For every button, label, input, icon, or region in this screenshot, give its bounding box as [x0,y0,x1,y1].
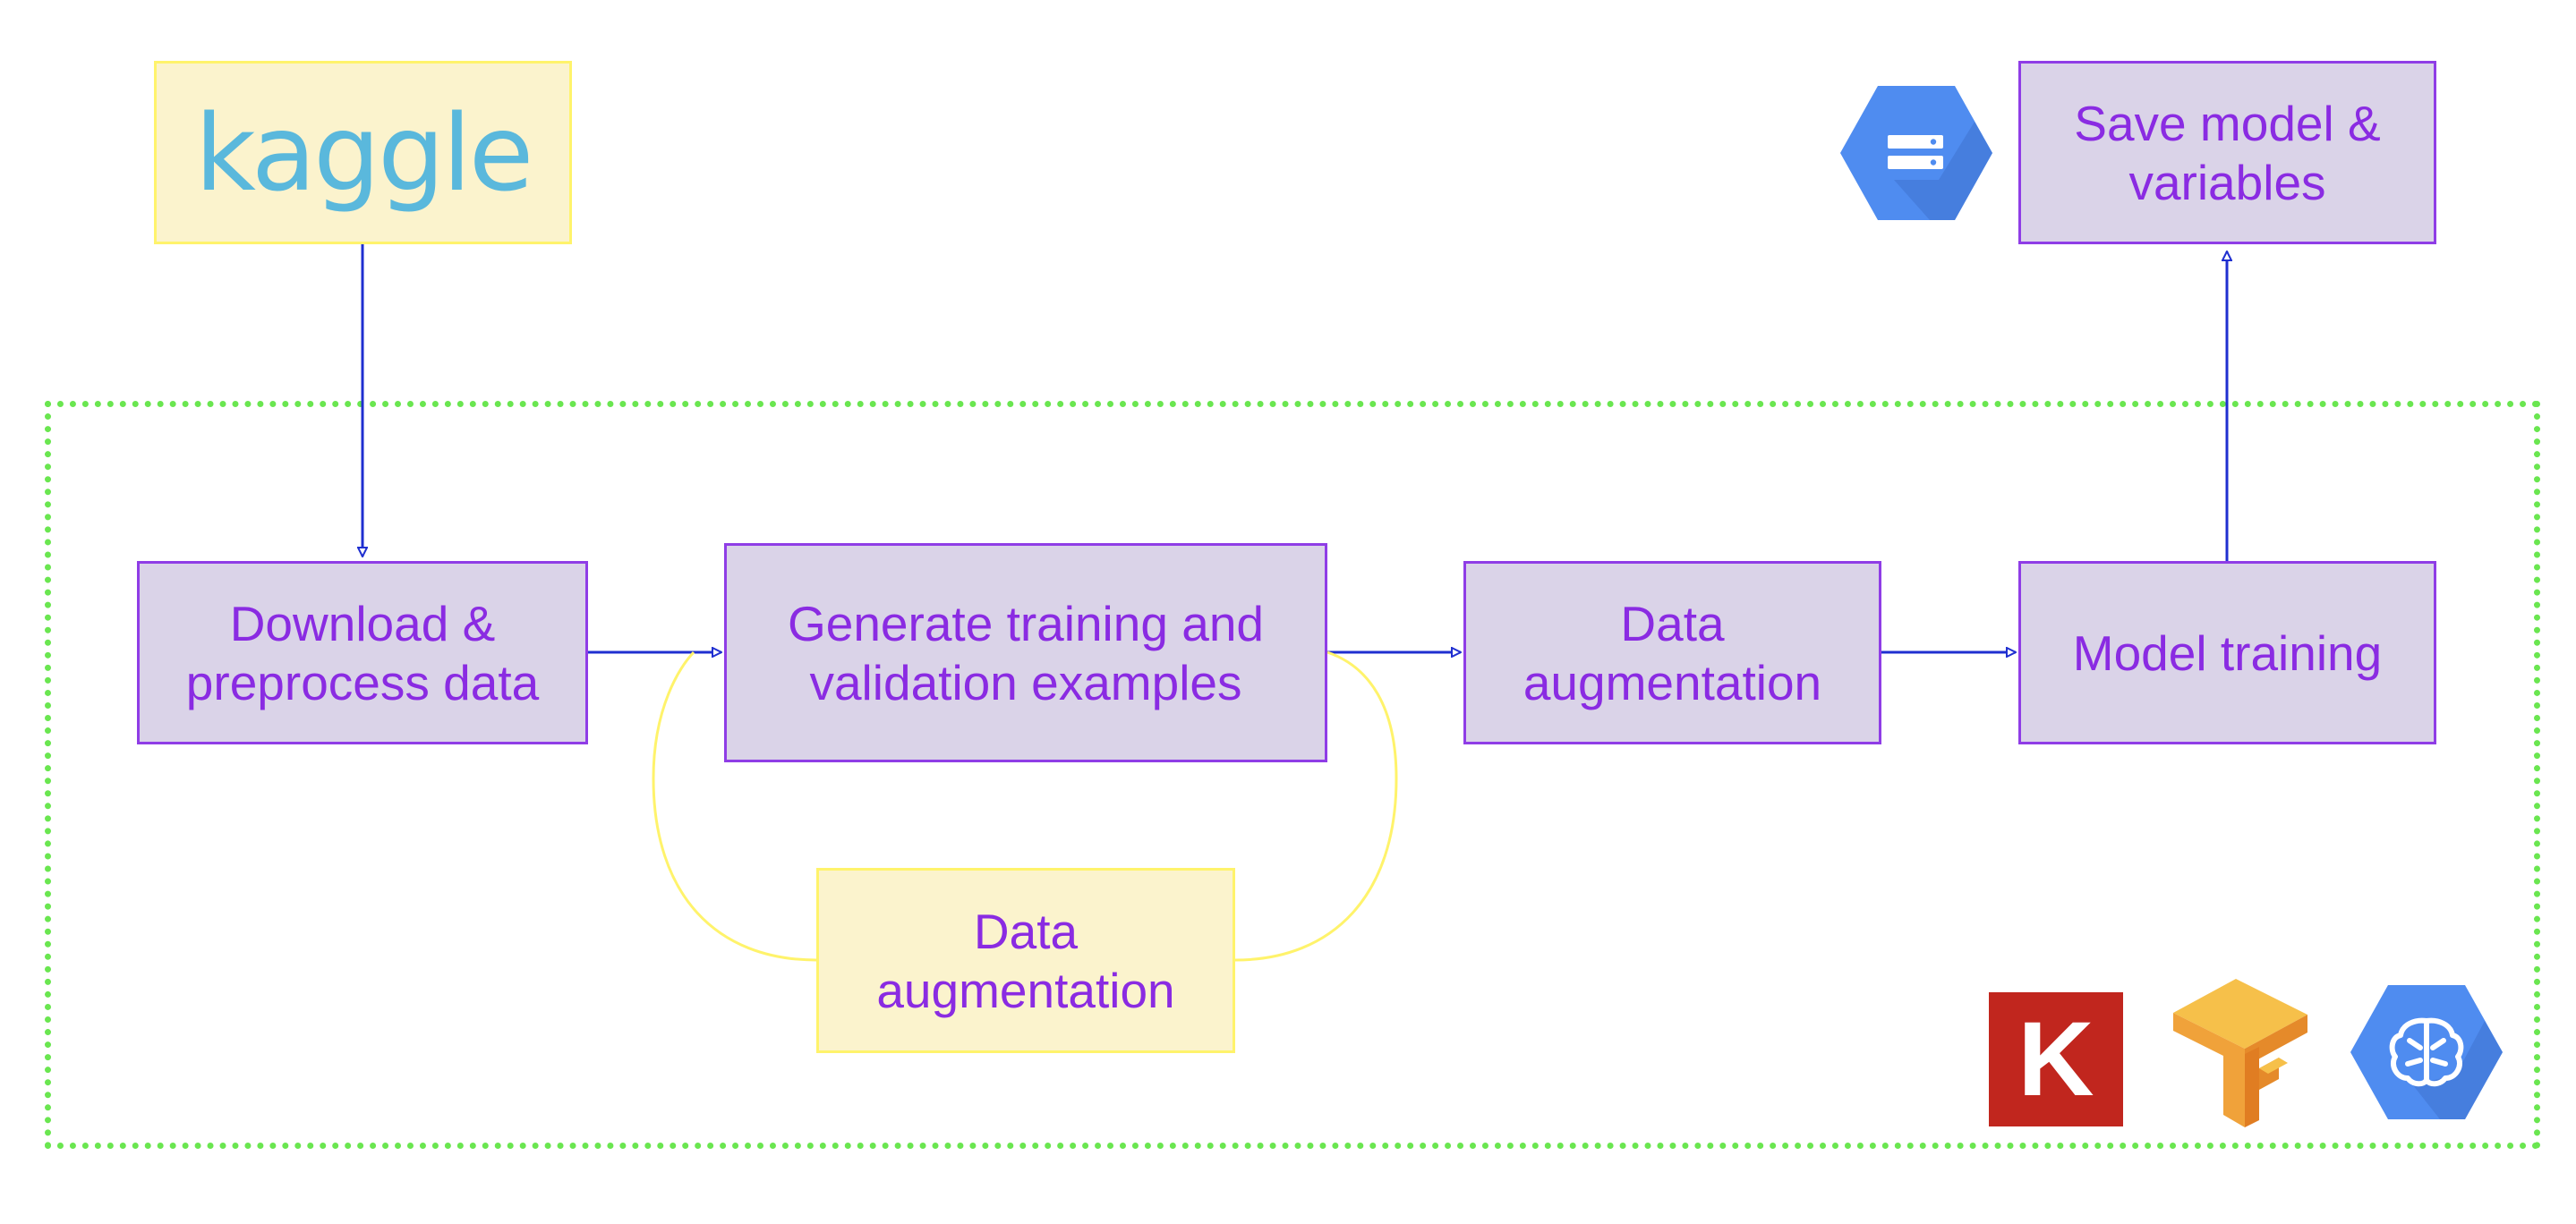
step-model-training: Model training [2018,561,2436,744]
step-save-label: Save model & variables [2074,95,2381,210]
loop-curve-left [652,650,817,962]
step-generate-label: Generate training and validation example… [787,595,1265,710]
keras-logo: K [1989,992,2123,1126]
step-save-model: Save model & variables [2018,61,2436,244]
step-download-preprocess: Download & preprocess data [137,561,588,744]
step-generate-examples: Generate training and validation example… [724,543,1327,762]
step-train-label: Model training [2072,625,2383,681]
kaggle-source-box: kaggle [154,61,572,244]
keras-letter: K [2017,1000,2094,1118]
cloud-training-boundary [45,401,2540,1149]
step-data-augmentation: Data augmentation [1463,561,1881,744]
tensorflow-logo [2173,979,2307,1127]
step-download-label: Download & preprocess data [185,595,540,710]
google-cloud-storage-icon [1840,86,1992,220]
kaggle-logo: kaggle [194,90,534,215]
loop-data-augmentation-note: Data augmentation [816,868,1235,1053]
step-augment-label: Data augmentation [1523,595,1822,710]
loop-note-label: Data augmentation [876,903,1175,1018]
cloud-ml-engine-icon [2350,985,2503,1119]
loop-curve-right [1234,650,1398,962]
